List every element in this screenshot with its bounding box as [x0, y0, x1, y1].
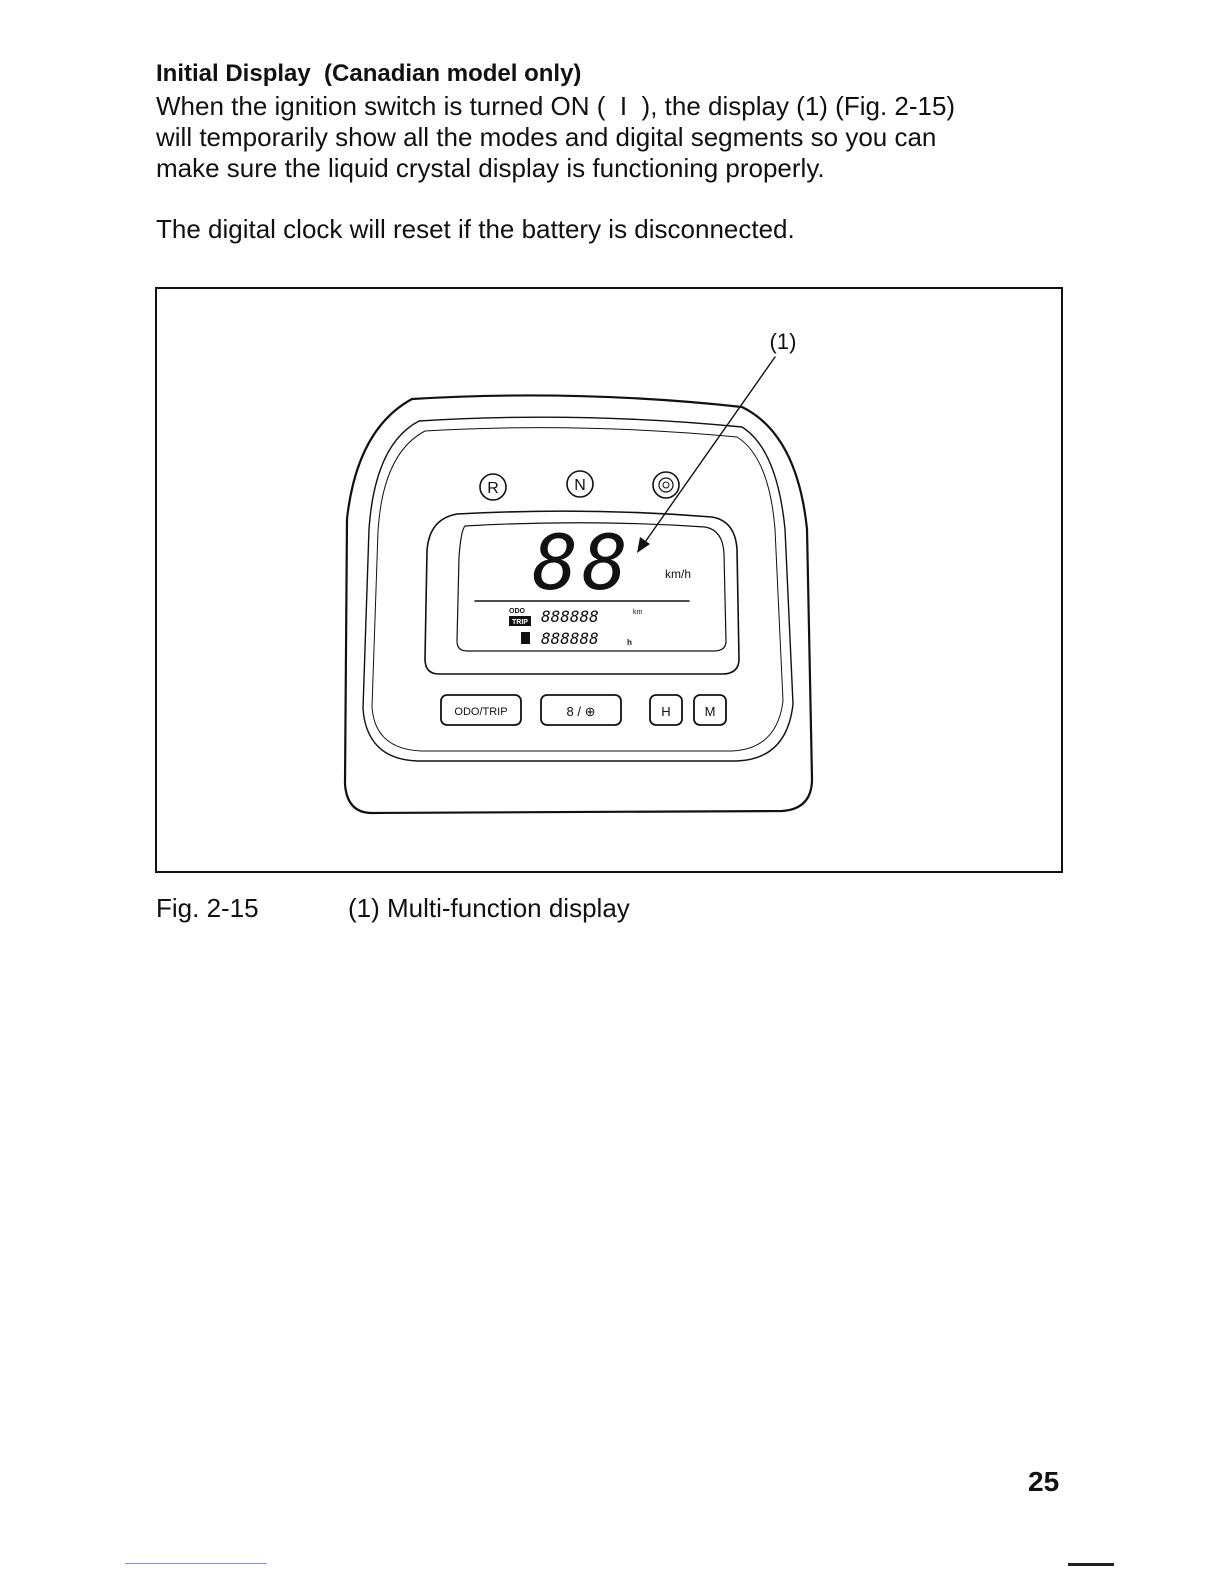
callout-leader: [642, 356, 776, 546]
speed-digits: 88: [532, 518, 632, 607]
odo-label: ODO: [509, 608, 526, 615]
callout-label: (1): [770, 329, 797, 354]
figure-number: Fig. 2-15: [156, 893, 259, 923]
minute-set-button-label: M: [705, 704, 716, 719]
odometer-unit: km: [633, 609, 643, 616]
hour-meter-unit: h: [627, 638, 632, 647]
section-heading: Initial Display (Canadian model only): [156, 60, 582, 87]
odometer-digits: 888888: [541, 607, 599, 626]
figure-frame: (1) R N 88 km/h ODO TRIP 888888 km 88888…: [155, 287, 1063, 873]
oil-indicator-icon: [652, 471, 680, 499]
paragraph-line: will temporarily show all the modes and …: [156, 122, 937, 152]
multi-function-display-illustration: (1) R N 88 km/h ODO TRIP 888888 km 88888…: [343, 329, 814, 815]
figure-caption: (1) Multi-function display: [348, 893, 630, 923]
hour-set-button-label: H: [661, 704, 670, 719]
odo-trip-button-label: ODO/TRIP: [454, 706, 507, 718]
footer-rule-left: [125, 1563, 267, 1564]
trip-label: TRIP: [512, 619, 528, 626]
meter-housing-outer: [343, 394, 814, 815]
hour-clock-button: [540, 694, 622, 726]
speed-unit: km/h: [665, 567, 691, 581]
meter-bezel: [362, 416, 794, 762]
minute-set-button: [693, 694, 727, 726]
page-number: 25: [1028, 1466, 1060, 1497]
hour-meter-digits: 888888: [541, 629, 599, 648]
neutral-indicator-icon: [566, 470, 594, 498]
footer-rule-right: [1068, 1563, 1114, 1566]
callout-arrowhead: [637, 537, 650, 553]
hour-clock-button-label: 8 / ⊕: [567, 704, 596, 719]
paragraph-line: make sure the liquid crystal display is …: [156, 153, 825, 183]
paragraph-battery-note: The digital clock will reset if the batt…: [156, 214, 795, 244]
odo-trip-button: [440, 694, 522, 726]
neutral-indicator-letter: N: [574, 477, 586, 494]
lcd-outer-frame: [424, 510, 740, 675]
hour-set-button: [649, 694, 683, 726]
lcd-inner-frame: [456, 522, 727, 652]
reverse-indicator-letter: R: [487, 480, 499, 497]
paragraph-line: When the ignition switch is turned ON ( …: [156, 91, 956, 121]
reverse-indicator-icon: [479, 473, 507, 501]
